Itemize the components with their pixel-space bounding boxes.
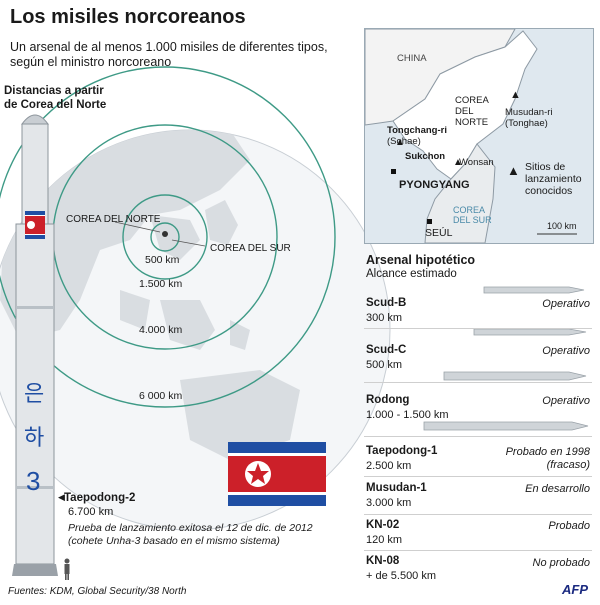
missile-range-rodong: 1.000 - 1.500 km [366, 409, 449, 421]
inset-label-china: CHINA [397, 53, 427, 64]
missile-name-rodong: Rodong [366, 394, 410, 406]
taepodong-2-name: Taepodong-2 [64, 492, 136, 504]
missile-name-scud-b: Scud-B [366, 297, 407, 309]
rocket-flag-emblem [25, 211, 45, 239]
missile-name-kn-08: KN-08 [366, 555, 400, 567]
note-line: (cohete Unha-3 basado en el mismo sistem… [68, 535, 280, 547]
missile-range-scud-c: 500 km [366, 359, 403, 371]
separator [364, 476, 592, 477]
missile-name-musudan-1: Musudan-1 [366, 482, 427, 494]
inset-north-line: NORTE [455, 117, 489, 128]
distances-label: Distancias a partir de Corea del Norte [4, 84, 106, 112]
inset-south-line: DEL SUR [453, 215, 492, 225]
missile-status-musudan-1: En desarrollo [525, 483, 590, 495]
legend-line: Sitios de [525, 161, 566, 173]
separator [364, 550, 592, 551]
missile-range-taepodong-1: 2.500 km [366, 460, 412, 472]
subtitle-line: Un arsenal de al menos 1.000 misiles de … [10, 40, 328, 54]
missile-status-scud-c: Operativo [542, 345, 590, 357]
inset-label-pyongyang: PYONGYANG [399, 179, 470, 191]
missile-range-kn-08: + de 5.500 km [366, 570, 437, 582]
inset-map: CHINA COREA DEL NORTE COREA DEL SUR ▲ Mu… [364, 28, 594, 244]
missile-name-taepodong-1: Taepodong-1 [366, 445, 438, 457]
missile-status-detail-taepodong-1: (fracaso) [546, 459, 590, 471]
inset-label-south-korea: COREA DEL SUR [453, 205, 492, 225]
arsenal-title: Arsenal hipotético [366, 253, 476, 267]
page-subtitle: Un arsenal de al menos 1.000 misiles de … [10, 40, 350, 70]
note-line: Prueba de lanzamiento exitosa el 12 de d… [68, 522, 313, 534]
globe-label-north-korea: COREA DEL NORTE [66, 214, 161, 225]
taepodong-2-note: Prueba de lanzamiento exitosa el 12 de d… [68, 522, 348, 548]
missile-status-rodong: Operativo [542, 395, 590, 407]
north-korea-flag [228, 442, 326, 506]
launch-site-icon: ▲ [395, 137, 405, 148]
missile-name-kn-02: KN-02 [366, 519, 400, 531]
capital-marker-icon [391, 169, 396, 174]
range-label-1500: 1.500 km [139, 278, 183, 290]
inset-scale-label: 100 km [547, 221, 577, 231]
launch-site-icon: ▲ [510, 89, 521, 101]
rocket-glyph: 은 [24, 381, 45, 406]
inset-label-tongchang: Tongchang-ri (Sohae) [387, 125, 447, 147]
missile-scud-b [483, 286, 585, 294]
separator [364, 436, 592, 437]
taepodong-2-rocket-illustration [12, 114, 58, 576]
inset-label-wonsan: Wonsan [459, 157, 494, 168]
inset-label-seoul: SEÚL [425, 227, 453, 239]
inset-label-sukchon: Sukchon [405, 151, 446, 162]
missile-silhouettes [423, 286, 589, 431]
rocket-glyph: 하 [24, 425, 45, 450]
tongchang-line: (Sohae) [387, 136, 421, 147]
launch-site-icon: ▲ [453, 157, 463, 168]
globe-label-south-korea: COREA DEL SUR [210, 243, 291, 254]
rocket-glyph: 3 [26, 466, 41, 496]
subtitle-line: según el ministro norcoreano [10, 55, 172, 69]
launch-site-legend-icon: ▲ [507, 163, 520, 178]
missile-range-scud-b: 300 km [366, 312, 403, 324]
inset-north-line: DEL [455, 106, 474, 117]
agency-logo: AFP [562, 582, 588, 597]
separator [364, 382, 592, 383]
range-label-4000: 4.000 km [139, 324, 183, 336]
tongchang-line: Tongchang-ri [387, 125, 447, 136]
capital-marker-icon [427, 219, 432, 224]
separator [364, 514, 592, 515]
inset-map-land [365, 29, 577, 243]
missile-rodong [443, 371, 587, 381]
missile-scud-c [473, 328, 587, 336]
range-label-500: 500 km [145, 254, 180, 266]
missile-status-kn-08: No probado [532, 557, 591, 569]
legend-line: conocidos [525, 185, 573, 197]
distances-line: de Corea del Norte [4, 99, 107, 111]
inset-south-line: COREA [453, 205, 486, 215]
legend-line: lanzamiento [525, 173, 582, 185]
person-scale-icon [64, 558, 70, 580]
missile-status-taepodong-1: Probado en 1998 [505, 446, 590, 458]
missile-range-kn-02: 120 km [366, 534, 403, 546]
taepodong-2-range: 6.700 km [68, 506, 114, 518]
inset-label-north-korea: COREA DEL NORTE [455, 95, 489, 128]
pointer-arrow-icon: ◀ [58, 492, 65, 502]
separator [364, 328, 592, 329]
inset-label-musudan: Musudan-ri (Tonghae) [505, 107, 553, 129]
missile-taepodong-1 [423, 421, 589, 431]
missile-status-scud-b: Operativo [542, 298, 590, 310]
range-label-6000: 6 000 km [139, 390, 183, 402]
missile-name-scud-c: Scud-C [366, 344, 407, 356]
missile-range-musudan-1: 3.000 km [366, 497, 412, 509]
musudan-line: Musudan-ri [505, 107, 553, 118]
inset-north-line: COREA [455, 95, 489, 106]
distances-line: Distancias a partir [4, 85, 104, 97]
inset-legend: Sitios de lanzamiento conocidos [525, 161, 582, 197]
arsenal-subtitle: Alcance estimado [366, 268, 457, 280]
page-title: Los misiles norcoreanos [10, 6, 246, 28]
missile-status-kn-02: Probado [548, 520, 590, 532]
musudan-line: (Tonghae) [505, 118, 548, 129]
sources-credit: Fuentes: KDM, Global Security/38 North [8, 586, 187, 597]
